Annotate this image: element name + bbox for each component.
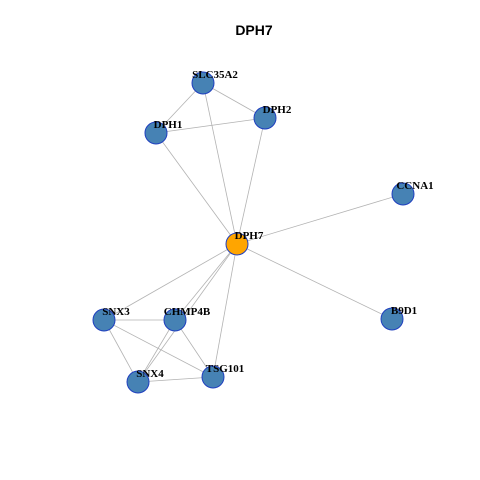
node-layer: [92, 71, 415, 394]
edge-dph7-ccna1: [236, 193, 404, 245]
node-slc35a2[interactable]: [191, 71, 215, 95]
node-label-chmp4b: CHMP4B: [164, 306, 211, 318]
node-label-slc35a2: SLC35A2: [192, 69, 238, 81]
node-ccna1[interactable]: [391, 182, 415, 206]
node-label-b9d1: B9D1: [391, 305, 417, 317]
edge-dph7-tsg101: [212, 243, 238, 378]
node-chmp4b[interactable]: [163, 308, 187, 332]
node-label-snx4: SNX4: [136, 368, 164, 380]
edge-layer: [103, 82, 404, 383]
edge-snx3-snx4: [103, 319, 139, 383]
node-label-dph1: DPH1: [154, 119, 183, 131]
edge-slc35a2-dph2: [202, 82, 266, 119]
node-tsg101[interactable]: [201, 365, 225, 389]
edge-dph7-snx3: [103, 243, 238, 321]
node-snx3[interactable]: [92, 308, 116, 332]
node-dph1[interactable]: [144, 121, 168, 145]
node-label-ccna1: CCNA1: [396, 180, 433, 192]
edge-slc35a2-dph7: [202, 82, 238, 245]
node-label-dph2: DPH2: [263, 104, 292, 116]
node-label-snx3: SNX3: [102, 306, 130, 318]
node-label-dph7: DPH7: [235, 230, 264, 242]
edge-dph1-dph7: [155, 132, 238, 245]
edge-dph7-b9d1: [236, 243, 393, 320]
edge-chmp4b-snx4: [137, 319, 176, 383]
edge-snx4-tsg101: [137, 376, 214, 383]
graph-title: DPH7: [235, 22, 273, 38]
edge-dph7-chmp4b: [174, 243, 238, 321]
node-snx4[interactable]: [126, 370, 150, 394]
edge-dph2-dph7: [236, 117, 266, 245]
edge-dph7-snx4: [137, 243, 238, 383]
node-dph7[interactable]: [225, 232, 249, 256]
node-label-tsg101: TSG101: [206, 363, 245, 375]
edge-snx3-tsg101: [103, 319, 214, 378]
edge-dph1-dph2: [155, 117, 266, 134]
node-dph2[interactable]: [253, 106, 277, 130]
node-b9d1[interactable]: [380, 307, 404, 331]
